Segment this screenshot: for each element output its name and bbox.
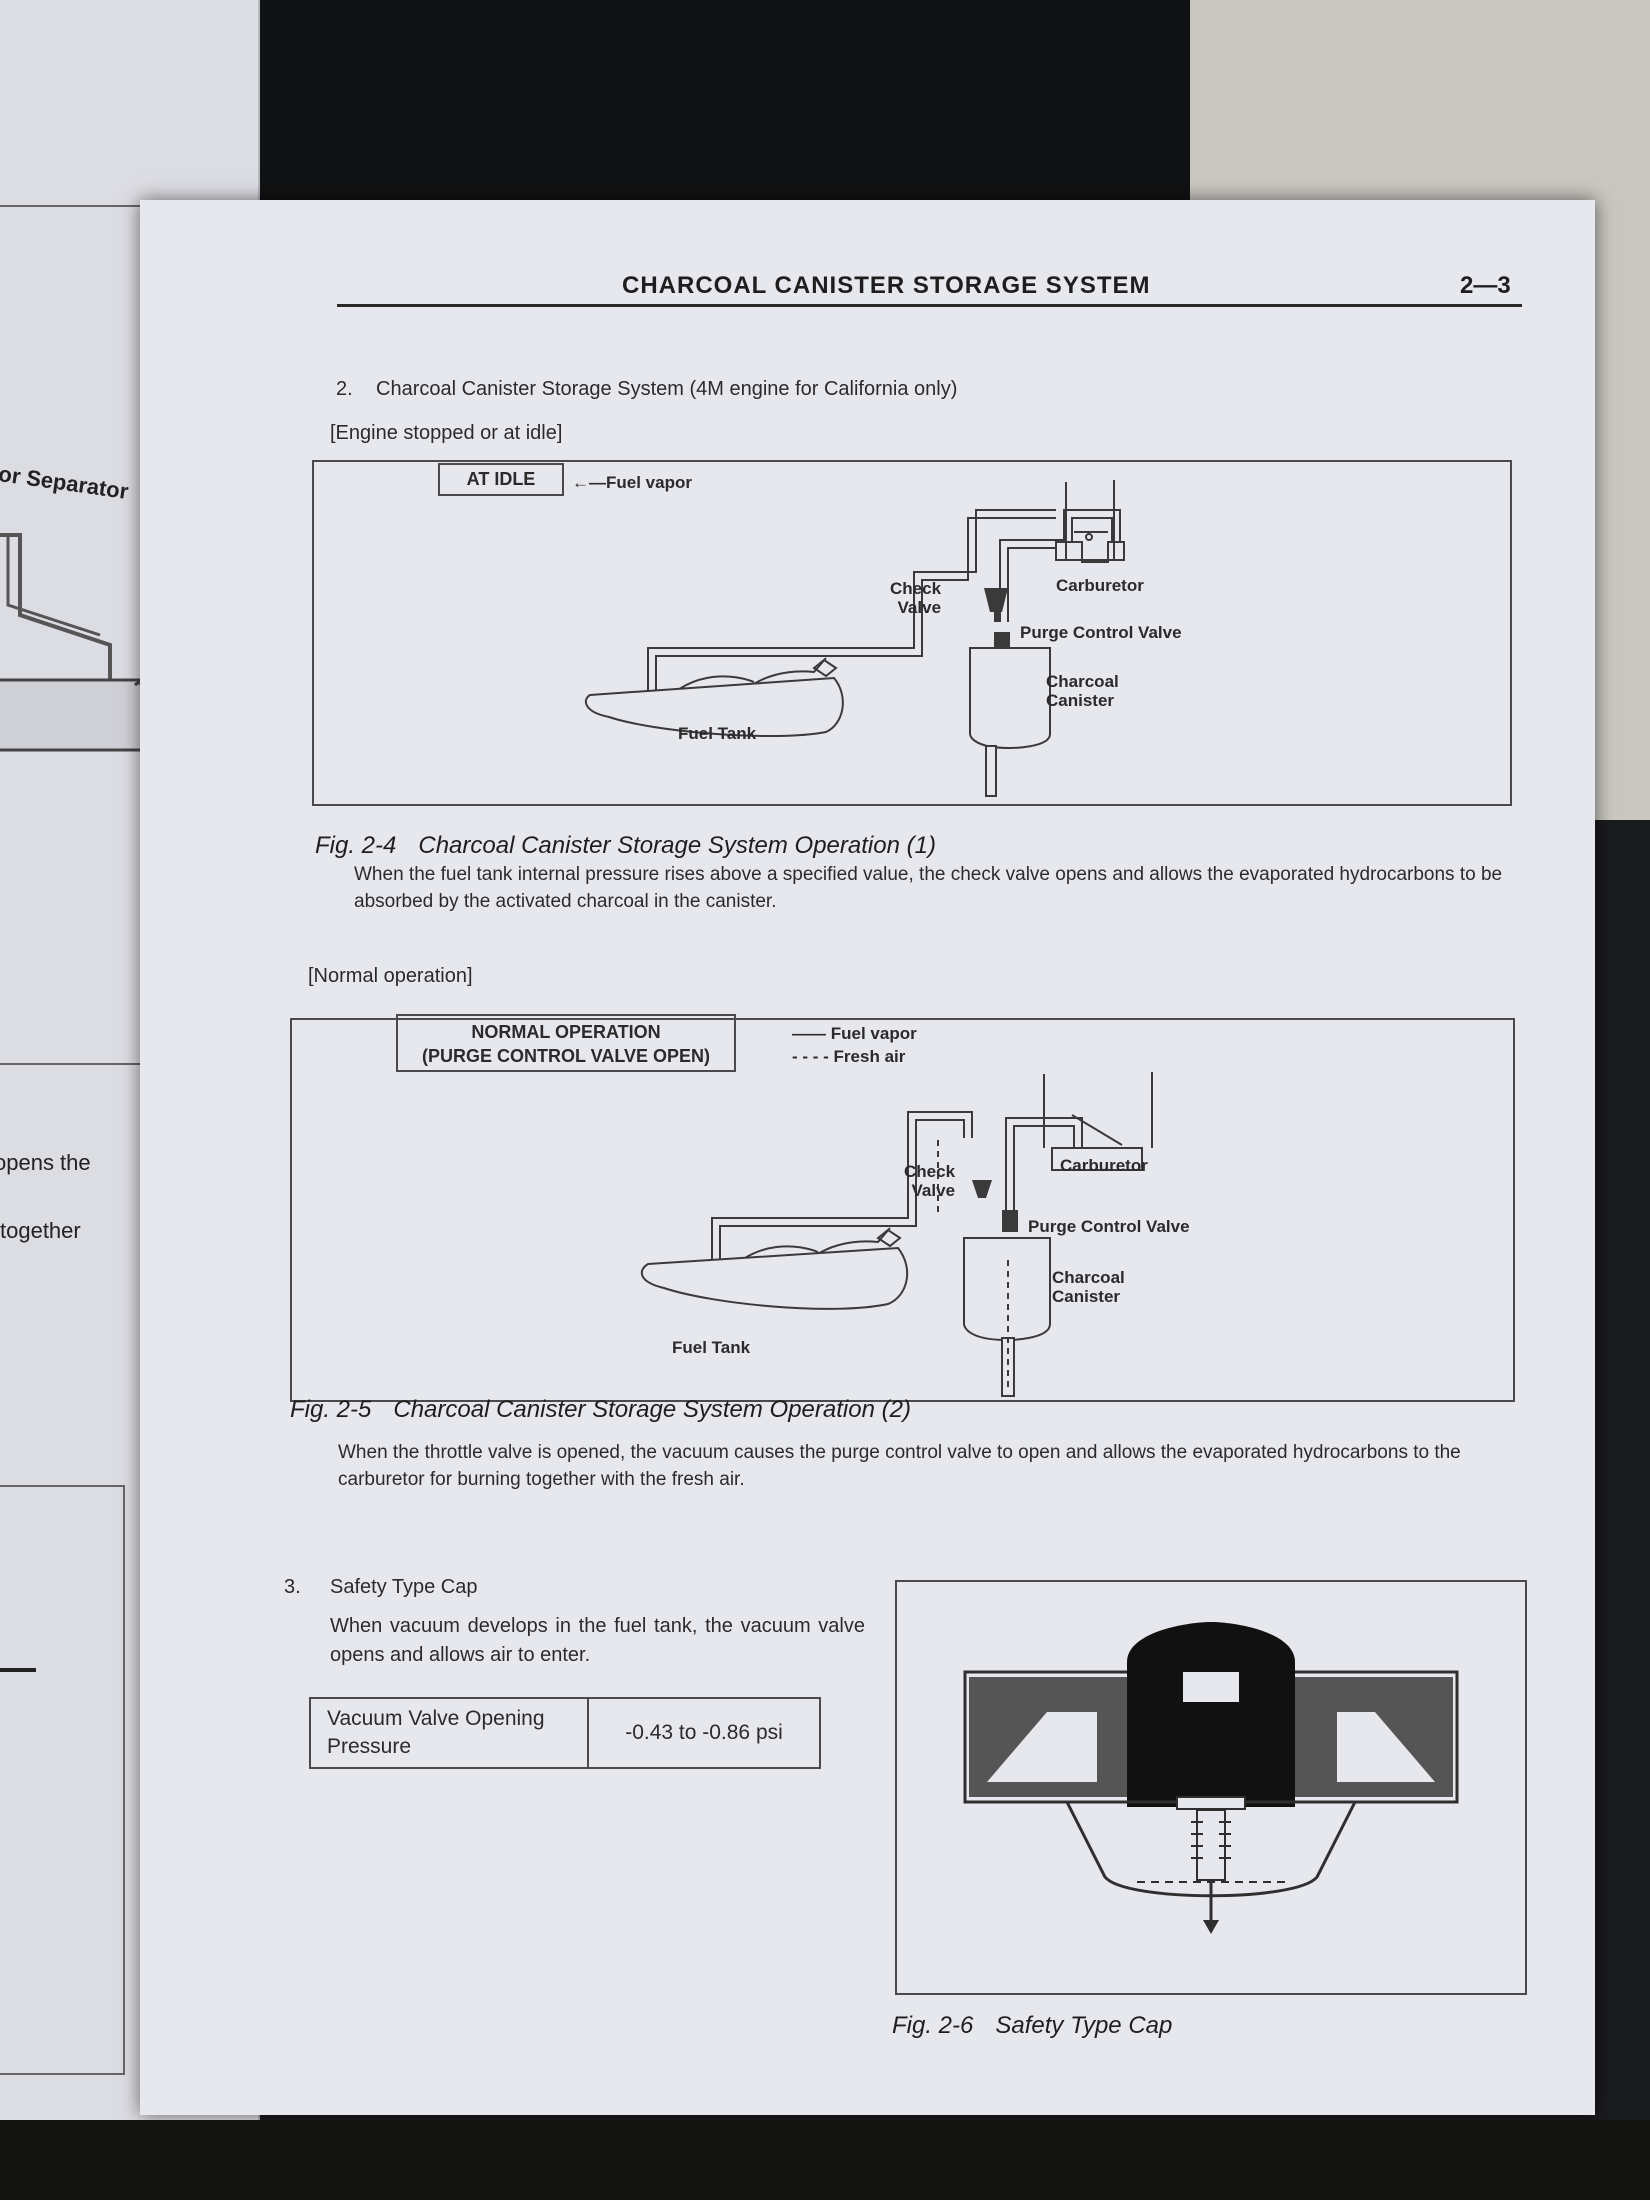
figure-frame — [895, 1580, 1527, 1995]
label-line: Valve — [911, 1181, 956, 1200]
label-charcoal-canister: Charcoal Canister — [1052, 1268, 1125, 1306]
table-row: Vacuum Valve Opening Pressure -0.43 to -… — [309, 1697, 821, 1769]
label-check-valve: Check Valve — [890, 579, 941, 617]
caption-title: Charcoal Canister Storage System Operati… — [393, 1396, 911, 1423]
label-line: Check — [890, 579, 942, 598]
label-carburetor: Carburetor — [1060, 1156, 1148, 1175]
legend-label: Fuel vapor — [830, 1024, 917, 1043]
fuel-system-diagram — [640, 1072, 1153, 1397]
caption-number: Fig. 2-5 — [290, 1396, 372, 1423]
section-number: 3. — [284, 1576, 301, 1598]
fuel-system-diagram — [584, 480, 1125, 797]
left-page-frame — [0, 1485, 125, 2075]
cell-line: Vacuum Valve Opening — [327, 1707, 545, 1730]
figure-caption: Fig. 2-6 Safety Type Cap — [892, 2012, 1172, 2040]
header-rule — [337, 304, 1522, 307]
manual-page: CHARCOAL CANISTER STORAGE SYSTEM 2—3 2. … — [140, 200, 1595, 2115]
label-line: Canister — [1046, 691, 1115, 710]
mode-tag-line: (PURGE CONTROL VALVE OPEN) — [421, 1046, 711, 1066]
left-page-mark — [0, 1668, 36, 1672]
legend-label: Fresh air — [833, 1047, 906, 1066]
label-fuel-tank: Fuel Tank — [678, 724, 757, 743]
section-description: When vacuum develops in the fuel tank, t… — [330, 1615, 865, 1666]
cell-line: Pressure — [327, 1735, 412, 1758]
label-carburetor: Carburetor — [1056, 576, 1144, 595]
legend-fuel-vapor: ←—Fuel vapor — [572, 473, 692, 492]
mode-tag: AT IDLE — [438, 463, 564, 496]
label-charcoal-canister: Charcoal Canister — [1046, 672, 1119, 710]
condition-label: [Engine stopped or at idle] — [330, 422, 563, 444]
left-fragment: opens the — [0, 1150, 91, 1175]
figure-description: When the fuel tank internal pressure ris… — [354, 864, 1503, 912]
section-title: Charcoal Canister Storage System (4M eng… — [376, 378, 958, 400]
label-line: Charcoal — [1052, 1268, 1125, 1287]
caption-number: Fig. 2-6 — [892, 2012, 974, 2039]
figure-caption: Fig. 2-5 Charcoal Canister Storage System… — [290, 1396, 911, 1424]
photo-background — [0, 2120, 1650, 2200]
section-title: Safety Type Cap — [330, 1576, 478, 1598]
section-number: 2. — [336, 378, 353, 400]
label-line: Canister — [1052, 1287, 1121, 1306]
caption-title: Charcoal Canister Storage System Operati… — [418, 832, 936, 859]
legend-label: Fuel vapor — [606, 473, 692, 492]
label-line: Charcoal — [1046, 672, 1119, 691]
label-line: Check — [904, 1162, 956, 1181]
label-check-valve: Check Valve — [904, 1162, 955, 1200]
figure-frame: NORMAL OPERATION (PURGE CONTROL VALVE OP… — [290, 1014, 1515, 1402]
page-number: 2—3 — [1460, 272, 1511, 299]
page-title: CHARCOAL CANISTER STORAGE SYSTEM — [622, 272, 1151, 299]
table-cell-value: -0.43 to -0.86 psi — [587, 1697, 821, 1769]
caption-number: Fig. 2-4 — [315, 832, 397, 859]
figure-frame: AT IDLE ←—Fuel vapor — [312, 460, 1512, 806]
safety-cap-diagram — [963, 1622, 1459, 1934]
legend-fresh-air: - - - - Fresh air — [792, 1047, 906, 1066]
figure-caption: Fig. 2-4 Charcoal Canister Storage System… — [315, 832, 936, 860]
label-purge-control-valve: Purge Control Valve — [1028, 1217, 1190, 1236]
caption-title: Safety Type Cap — [995, 2012, 1173, 2039]
table-cell-label: Vacuum Valve Opening Pressure — [309, 1697, 589, 1769]
mode-tag: NORMAL OPERATION (PURGE CONTROL VALVE OP… — [396, 1014, 736, 1072]
legend-fuel-vapor: —— Fuel vapor — [792, 1024, 917, 1043]
spec-table: Vacuum Valve Opening Pressure -0.43 to -… — [309, 1697, 821, 1769]
mode-tag-line: NORMAL OPERATION — [471, 1022, 661, 1042]
condition-label: [Normal operation] — [308, 965, 473, 987]
label-purge-control-valve: Purge Control Valve — [1020, 623, 1182, 642]
label-line: Valve — [897, 598, 942, 617]
figure-description: When the throttle valve is opened, the v… — [338, 1442, 1461, 1490]
label-fuel-tank: Fuel Tank — [672, 1338, 751, 1357]
left-fragment: together — [0, 1218, 81, 1243]
